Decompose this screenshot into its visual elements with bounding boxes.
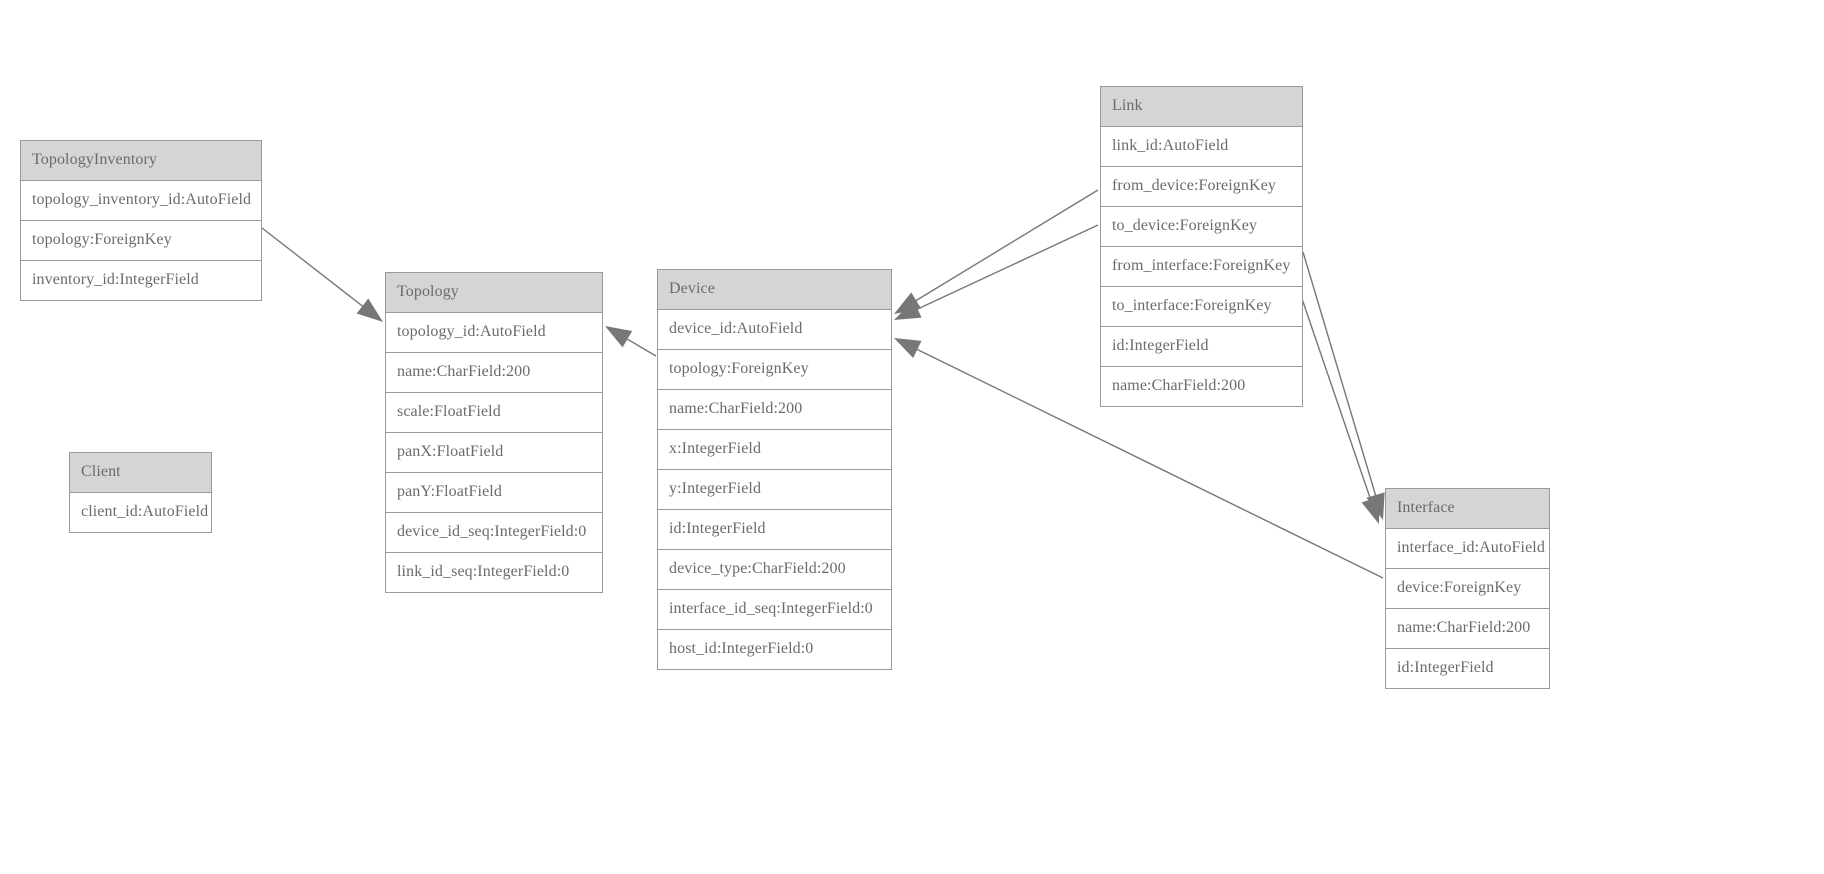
entity-field[interactable]: topology:ForeignKey xyxy=(21,221,261,261)
entity-field[interactable]: device:ForeignKey xyxy=(1386,569,1549,609)
entity-field[interactable]: topology_id:AutoField xyxy=(386,313,602,353)
entity-title-topology_inventory: TopologyInventory xyxy=(21,141,261,181)
entity-client[interactable]: Client client_id:AutoField xyxy=(69,452,212,533)
entity-field[interactable]: from_interface:ForeignKey xyxy=(1101,247,1302,287)
entity-field[interactable]: from_device:ForeignKey xyxy=(1101,167,1302,207)
entity-field[interactable]: link_id_seq:IntegerField:0 xyxy=(397,563,570,580)
entity-field[interactable]: interface_id:AutoField xyxy=(1386,529,1549,569)
entity-field[interactable]: name:CharField:200 xyxy=(386,353,602,393)
entity-field[interactable]: name:CharField:200 xyxy=(1112,377,1246,394)
rel-link-to-device xyxy=(894,224,1099,320)
entity-title-interface: Interface xyxy=(1386,489,1549,529)
rel-link-from-device xyxy=(894,189,1099,314)
entity-field[interactable]: to_device:ForeignKey xyxy=(1101,207,1302,247)
entity-field[interactable]: to_interface:ForeignKey xyxy=(1101,287,1302,327)
entity-title-link: Link xyxy=(1101,87,1302,127)
entity-field[interactable]: topology:ForeignKey xyxy=(658,350,891,390)
entity-title-topology: Topology xyxy=(386,273,602,313)
entity-field[interactable]: device_id:AutoField xyxy=(658,310,891,350)
entity-field[interactable]: name:CharField:200 xyxy=(658,390,891,430)
entity-field[interactable]: inventory_id:IntegerField xyxy=(32,271,199,288)
rel-topologyinventory-topology xyxy=(261,227,383,322)
entity-field[interactable]: panY:FloatField xyxy=(386,473,602,513)
entity-title-client: Client xyxy=(70,453,211,493)
entity-field[interactable]: device_type:CharField:200 xyxy=(658,550,891,590)
entity-field[interactable]: scale:FloatField xyxy=(386,393,602,433)
rel-device-topology xyxy=(605,326,657,357)
entity-field[interactable]: host_id:IntegerField:0 xyxy=(669,640,814,657)
entity-field-list-client: client_id:AutoField xyxy=(70,493,211,532)
entity-field[interactable]: name:CharField:200 xyxy=(1386,609,1549,649)
entity-field[interactable]: interface_id_seq:IntegerField:0 xyxy=(658,590,891,630)
entity-field[interactable]: link_id:AutoField xyxy=(1101,127,1302,167)
entity-field[interactable]: y:IntegerField xyxy=(658,470,891,510)
entity-field[interactable]: id:IntegerField xyxy=(1101,327,1302,367)
entity-field[interactable]: id:IntegerField xyxy=(1397,659,1494,676)
entity-field[interactable]: topology_inventory_id:AutoField xyxy=(21,181,261,221)
entity-field[interactable]: id:IntegerField xyxy=(658,510,891,550)
entity-field[interactable]: x:IntegerField xyxy=(658,430,891,470)
entity-title-device: Device xyxy=(658,270,891,310)
rel-link-to-interface xyxy=(1298,289,1380,524)
rel-link-from-interface xyxy=(1302,251,1385,520)
entity-field[interactable]: panX:FloatField xyxy=(386,433,602,473)
entity-field[interactable]: client_id:AutoField xyxy=(81,503,209,520)
entity-field[interactable]: device_id_seq:IntegerField:0 xyxy=(386,513,602,553)
